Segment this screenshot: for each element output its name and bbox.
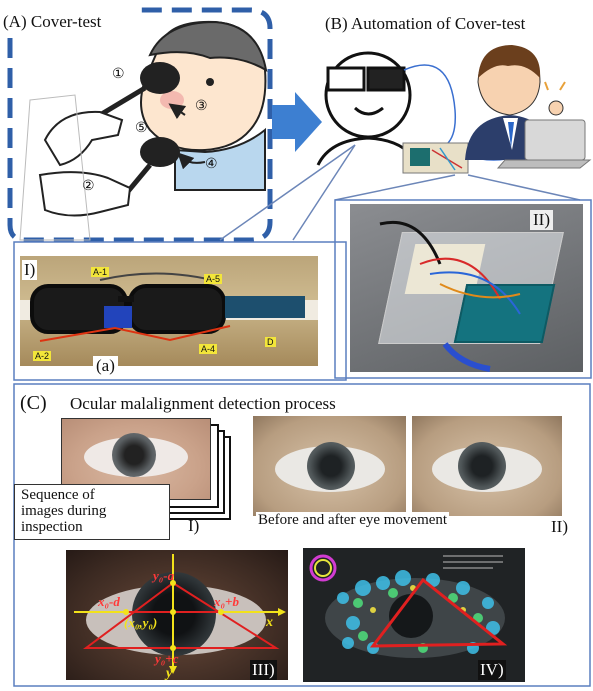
- hand-top: [43, 110, 124, 167]
- tag-a5: A-5: [204, 274, 223, 284]
- tag-a2: A-2: [33, 351, 52, 361]
- photo-2-label: II): [530, 210, 553, 230]
- coord-x-left: x₀-d: [98, 594, 120, 609]
- photo-1-sublabel: (a): [93, 356, 118, 376]
- panel-a-title: (A) Cover-test: [3, 12, 102, 31]
- person-with-glasses: [316, 51, 420, 166]
- step-5: ⑤: [135, 121, 148, 136]
- ba-label: II): [551, 517, 568, 536]
- tag-a4: A-4: [199, 344, 218, 354]
- tag-a1: A-1: [91, 267, 110, 277]
- panel-b-title: (B) Automation of Cover-test: [325, 14, 526, 33]
- dashed-border: [7, 7, 273, 243]
- coord-center: (x₀,y₀): [124, 615, 158, 630]
- after-eye-photo: [412, 416, 562, 516]
- ba-caption: Before and after eye movement: [256, 512, 450, 529]
- coordinate-overlay: [74, 554, 286, 674]
- breadboard-thumbnail: [402, 142, 469, 174]
- axis-x-label: x: [266, 615, 273, 630]
- seq-caption-line-3: inspection: [21, 519, 83, 535]
- coordinate-eye-photo: [66, 550, 288, 680]
- coord-y-top: y₀-a: [153, 568, 175, 583]
- coord-label: III): [250, 660, 277, 680]
- coord-x-right: x₀+b: [214, 594, 239, 609]
- coord-y-bottom: y₀+c: [155, 651, 179, 666]
- tracking-overlay: [309, 554, 508, 658]
- seq-caption-line-1: Sequence of: [21, 487, 95, 503]
- seq-caption-line-2: images during: [21, 503, 107, 519]
- panel-c-subtitle: Ocular malalignment detection process: [70, 394, 336, 413]
- tracking-eye-photo: [303, 548, 525, 682]
- arduino-photo: [350, 204, 583, 372]
- photo-2-frame: [334, 199, 592, 379]
- operator-illustration: [465, 45, 592, 169]
- glasses-apparatus-photo: [20, 256, 318, 366]
- arrow-right-icon: [272, 92, 322, 152]
- step-3: ③: [195, 99, 208, 114]
- step-4: ④: [205, 157, 218, 172]
- seq-label: I): [188, 516, 200, 535]
- tag-d: D: [265, 337, 276, 347]
- photo-1-frame: [13, 241, 347, 381]
- seq-caption-box: Sequence of images during inspection: [14, 484, 170, 540]
- step-1: ①: [112, 67, 125, 82]
- before-eye-photo: [253, 416, 406, 516]
- track-label: IV): [478, 660, 506, 680]
- axis-y-label: y: [166, 666, 173, 681]
- step-2: ②: [82, 179, 95, 194]
- occluder-top: [98, 62, 180, 118]
- photo-1-label: I): [22, 260, 38, 280]
- panel-c-title: (C): [20, 392, 47, 414]
